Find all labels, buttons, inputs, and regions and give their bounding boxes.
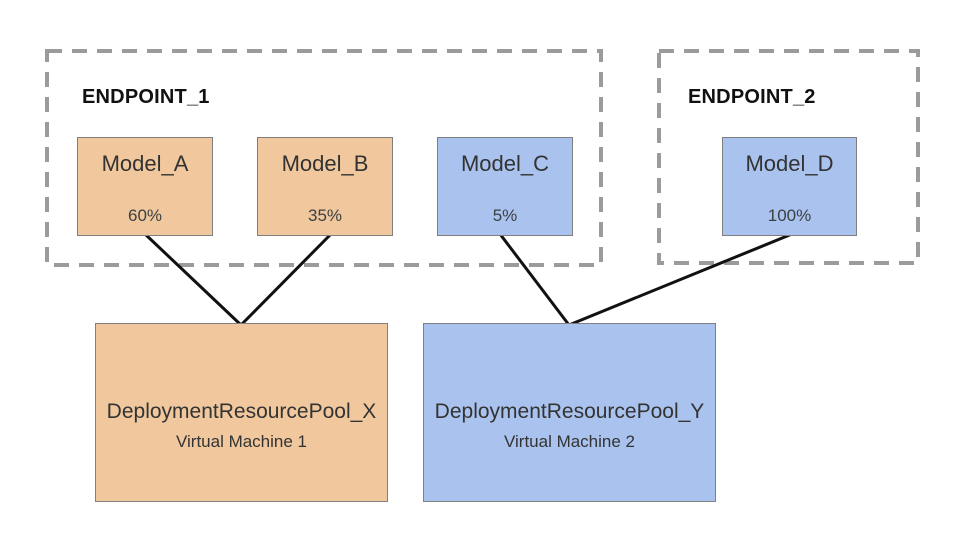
- endpoint-2-label: ENDPOINT_2: [688, 86, 816, 108]
- deployment-resource-pool-y-node: DeploymentResourcePool_Y Virtual Machine…: [423, 323, 716, 502]
- pool-y-machine: Virtual Machine 2: [503, 432, 636, 451]
- model-c-traffic-split: 5%: [492, 206, 518, 225]
- model-b-name: Model_B: [281, 151, 369, 176]
- endpoint-2-boundary: [657, 49, 920, 265]
- connector-model-a-to-pool-x: [143, 232, 243, 327]
- model-c-name: Model_C: [460, 151, 550, 176]
- connector-model-c-to-pool-y: [498, 233, 571, 326]
- model-d-node: Model_D 100%: [722, 137, 857, 236]
- model-d-traffic-split: 100%: [767, 206, 812, 225]
- pool-y-name: DeploymentResourcePool_Y: [434, 400, 705, 423]
- connector-model-b-to-pool-x: [239, 232, 333, 327]
- endpoint-1-boundary: [45, 49, 603, 267]
- model-b-node: Model_B 35%: [257, 137, 393, 236]
- deployment-resource-pool-x-node: DeploymentResourcePool_X Virtual Machine…: [95, 323, 388, 502]
- model-c-node: Model_C 5%: [437, 137, 573, 236]
- model-a-node: Model_A 60%: [77, 137, 213, 236]
- endpoint-1-label: ENDPOINT_1: [82, 86, 210, 108]
- model-b-traffic-split: 35%: [307, 206, 343, 225]
- model-d-name: Model_D: [745, 151, 834, 176]
- pool-x-name: DeploymentResourcePool_X: [106, 400, 377, 423]
- model-a-traffic-split: 60%: [127, 206, 163, 225]
- connector-model-d-to-pool-y: [568, 232, 793, 327]
- pool-x-machine: Virtual Machine 1: [175, 432, 308, 451]
- model-a-name: Model_A: [101, 151, 189, 176]
